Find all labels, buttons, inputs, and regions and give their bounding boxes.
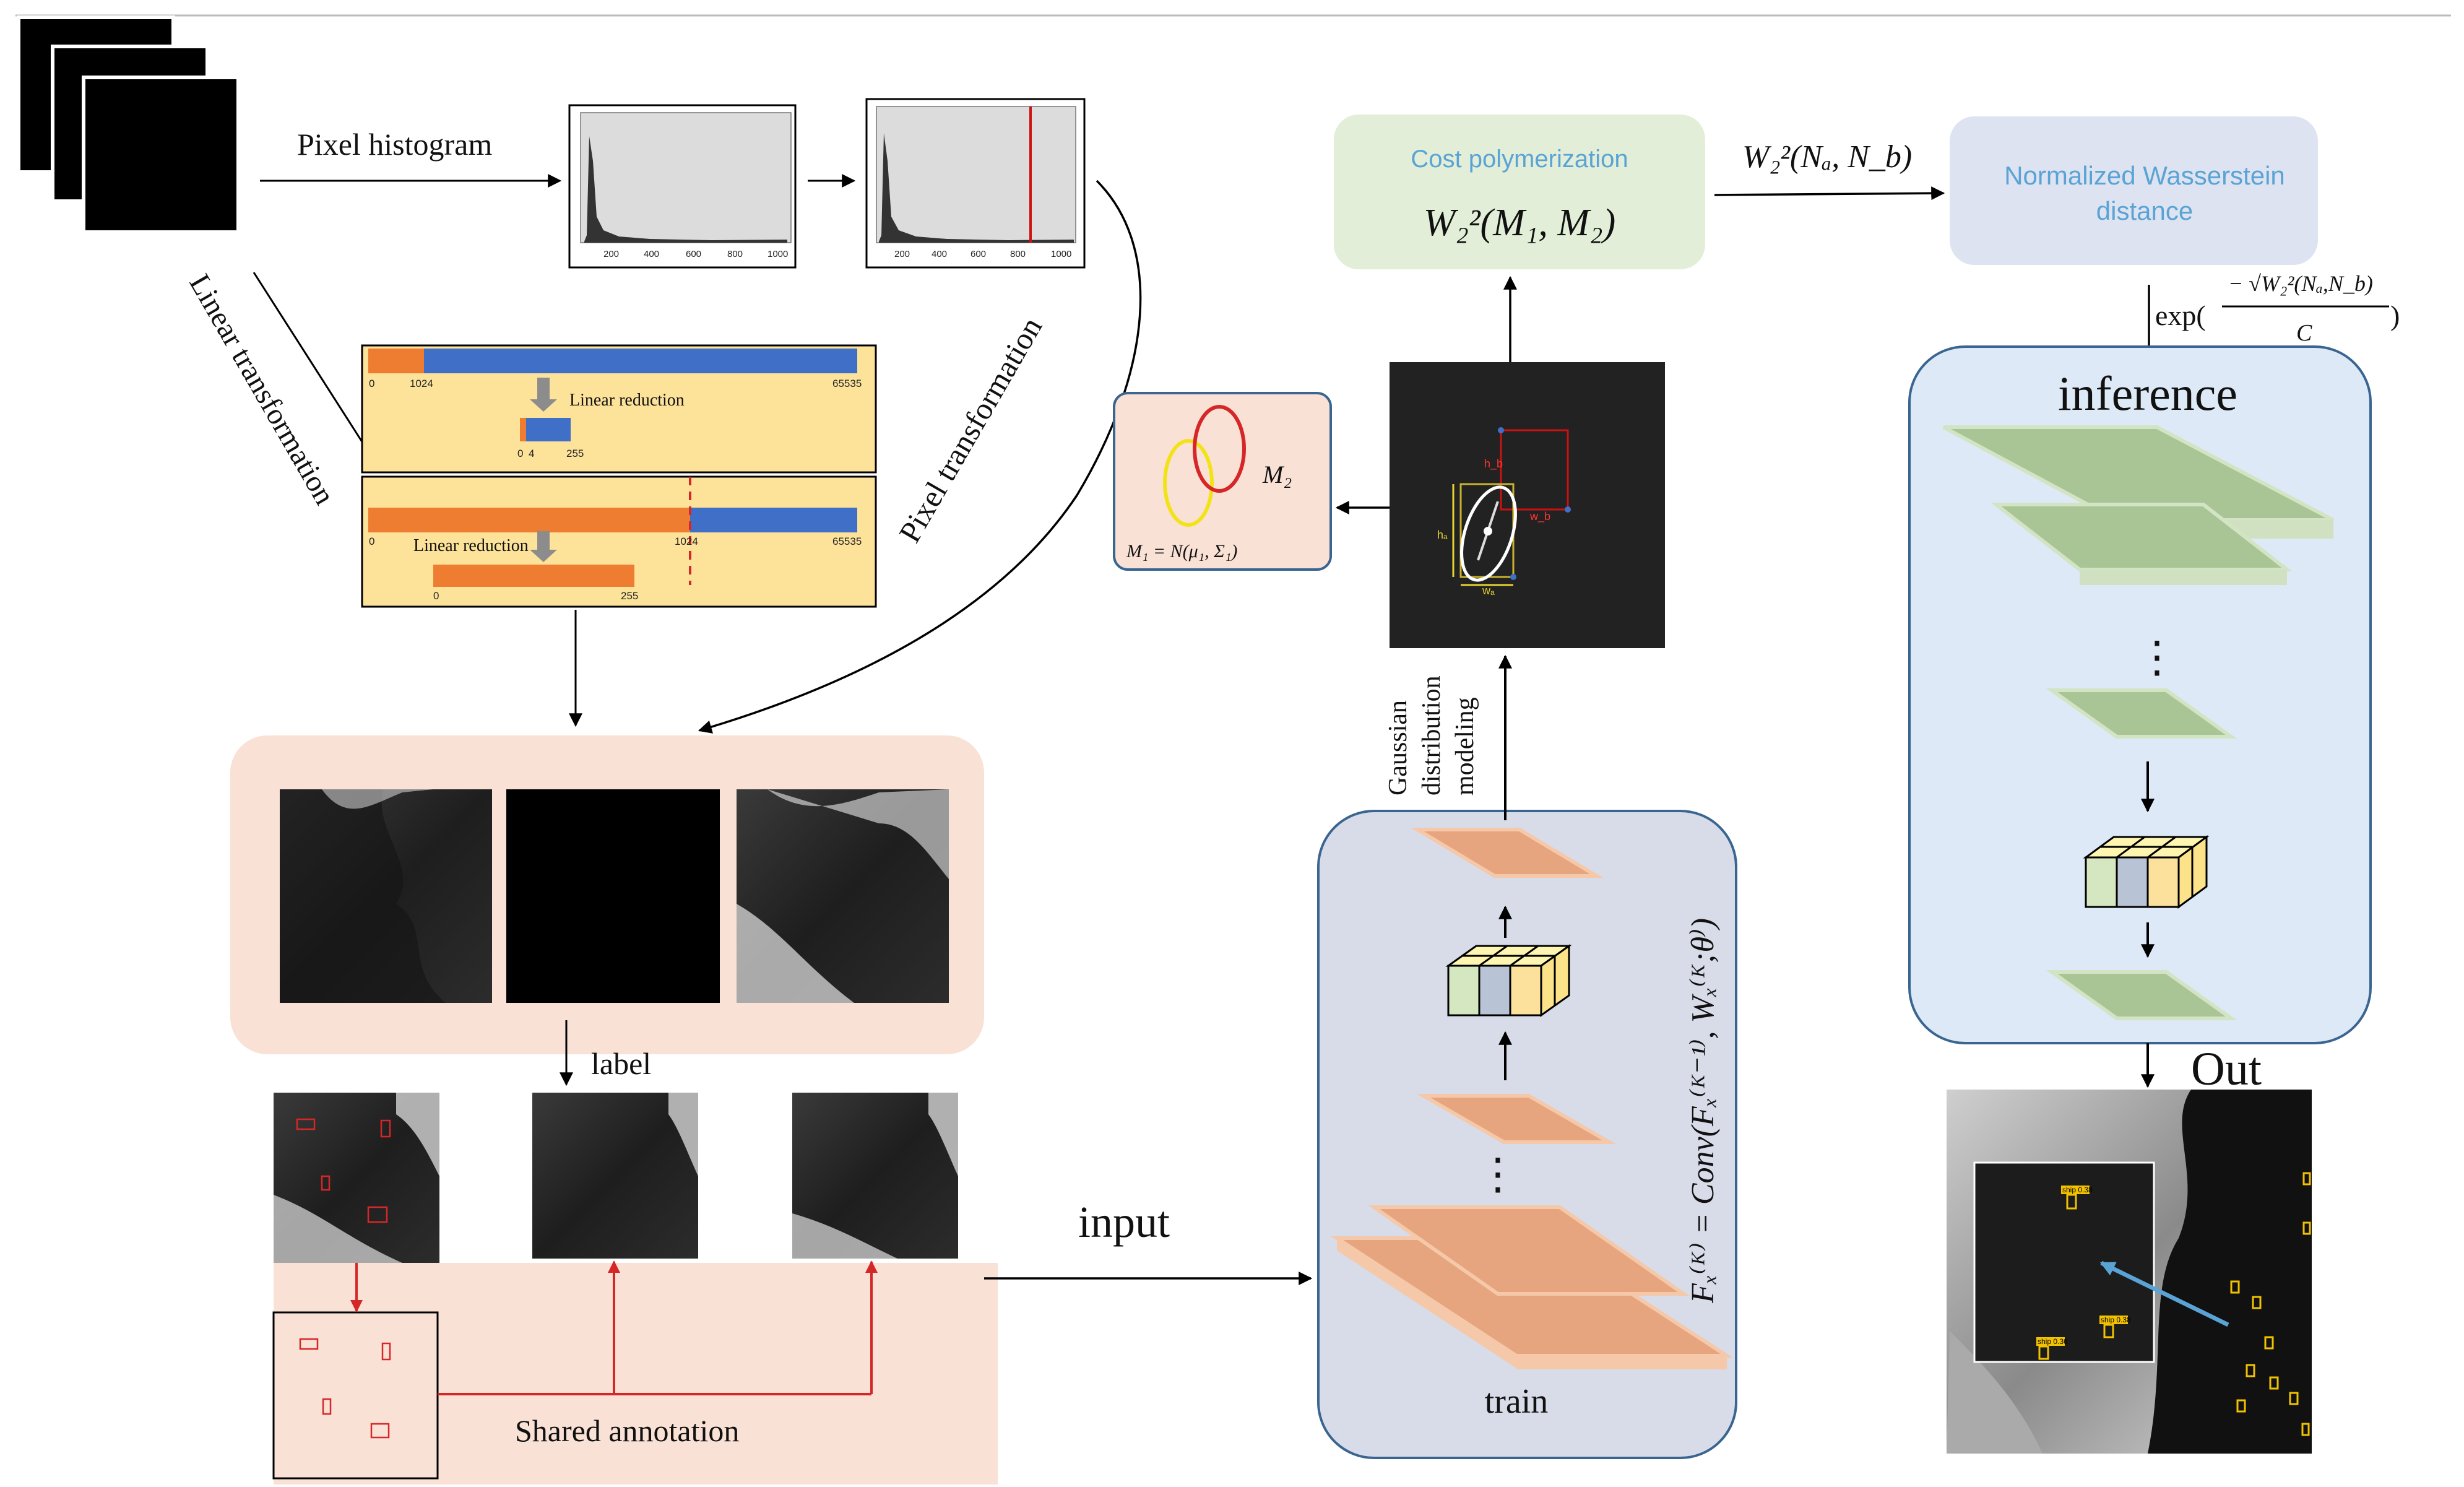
exp-numerator: − √W₂²(Nₐ,N_b) [2228,271,2373,296]
hist1-tick: 1000 [767,249,788,259]
nwd-label-2: distance [2096,196,2193,225]
linear-transformation-label: Linear transformation [183,269,341,510]
output-detection-image: ship 0.38 ship 0.36 ship 0.38 [1947,1090,2312,1454]
hist2-tick: 600 [970,249,986,259]
hist1-tick: 600 [686,249,701,259]
w2-m-formula: W₂²(M₁, M₂) [1424,202,1615,244]
inference-panel: inference ⋮ [1908,345,2372,1044]
bar1-small-tick: 4 [529,448,534,459]
gaussian-label-line: Gaussian [1384,700,1412,796]
ha-label: hₐ [1437,529,1448,541]
linear-reduction-label-2: Linear reduction [413,536,529,555]
train-panel: ⋮ train Fₓ⁽ᴷ⁾ = Conv(Fₓ⁽ᴷ⁻¹⁾, Wₓ⁽ᴷ;θ⁾) [1317,810,1737,1459]
distribution-box: M₂ M₁ = N(μ₁, Σ₁) [1113,392,1332,571]
bar1-small-tick: 0 [517,448,523,459]
hb-label: h_b [1484,457,1503,470]
m2-label: M₂ [1262,461,1292,488]
bar1-tick: 0 [369,378,374,389]
down-arrow-icon [530,531,557,562]
cost-polymerization-label: Cost polymerization [1411,145,1628,173]
bar2-small-tick: 0 [433,590,439,602]
processed-images-panel [230,735,984,1054]
out-label: Out [2191,1043,2262,1095]
pixel-transformation-label: Pixel transformation [892,311,1048,548]
detection-label: ship 0.38 [2101,1316,2131,1324]
arrow-linear-transform [253,272,376,462]
pixel-transformation-curve [698,180,1142,734]
bbox-gaussian-image: hₐ wₐ h_b w_b [1390,362,1665,648]
hist1-tick: 200 [603,249,619,259]
arrow-to-nwd [1714,186,1945,201]
nwd-label-1: Normalized Wasserstein [2004,161,2285,190]
exp-formula: exp( − √W₂²(Nₐ,N_b) C ) [2155,271,2400,346]
histogram-chart-1: 200 400 600 800 1000 [568,104,797,269]
cube-icon [1445,944,1572,1017]
linear-reduction-panel: 0 1024 65535 Linear reduction 0 4 255 0 … [361,344,877,608]
label-text: label [591,1046,651,1081]
w2-n-formula: W₂²(Nₐ, N_b) [1742,139,1912,175]
cube-icon [2083,835,2210,909]
inference-dots: ⋮ [2135,634,2179,682]
bar2-tick: 1024 [675,535,698,547]
train-label: train [1485,1382,1549,1421]
hist2-tick: 400 [932,249,947,259]
hist2-tick: 800 [1010,249,1026,259]
nwd-box: Normalized Wasserstein distance [1950,116,2318,265]
bar2-tick: 65535 [832,535,862,547]
linear-reduction-label-1: Linear reduction [569,391,685,410]
bar1-tick: 1024 [410,378,433,389]
hist2-tick: 200 [894,249,910,259]
bar1-small-tick: 255 [566,448,584,459]
wb-label: w_b [1529,510,1550,523]
pixel-histogram-label: Pixel histogram [297,127,492,162]
down-arrow-icon [530,378,557,412]
bar2-small-tick: 255 [621,590,638,602]
shared-annotation-label: Shared annotation [515,1413,739,1448]
histogram-chart-2: 200 400 600 800 1000 [865,98,1086,269]
wa-label: wₐ [1482,584,1495,597]
hist1-tick: 400 [644,249,659,259]
annotation-marks [299,1338,391,1439]
train-dots: ⋮ [1476,1151,1519,1199]
bar1-tick: 65535 [832,378,862,389]
detection-label: ship 0.38 [2062,1186,2093,1194]
gaussian-label-line: modeling [1451,697,1479,796]
m1-label: M₁ = N(μ₁, Σ₁) [1126,541,1237,561]
image-stack [17,15,240,234]
annotation-box [272,1311,439,1480]
exp-suffix: ) [2390,300,2400,331]
bar2-tick: 0 [369,535,374,547]
hist1-tick: 800 [727,249,743,259]
conv-formula: Fₓ⁽ᴷ⁾ = Conv(Fₓ⁽ᴷ⁻¹⁾, Wₓ⁽ᴷ;θ⁾) [1685,918,1721,1304]
hist2-tick: 1000 [1051,249,1071,259]
detection-label: ship 0.36 [2038,1337,2068,1346]
gaussian-label-line: distribution [1417,675,1446,796]
inference-label: inference [2058,366,2237,420]
gaussian-modeling-label: Gaussian distribution modeling [1384,675,1479,796]
input-label: input [1078,1197,1170,1247]
exp-prefix: exp( [2155,300,2206,331]
exp-denominator: C [2296,320,2312,346]
cost-polymerization-box: Cost polymerization W₂²(M₁, M₂) [1334,115,1705,269]
